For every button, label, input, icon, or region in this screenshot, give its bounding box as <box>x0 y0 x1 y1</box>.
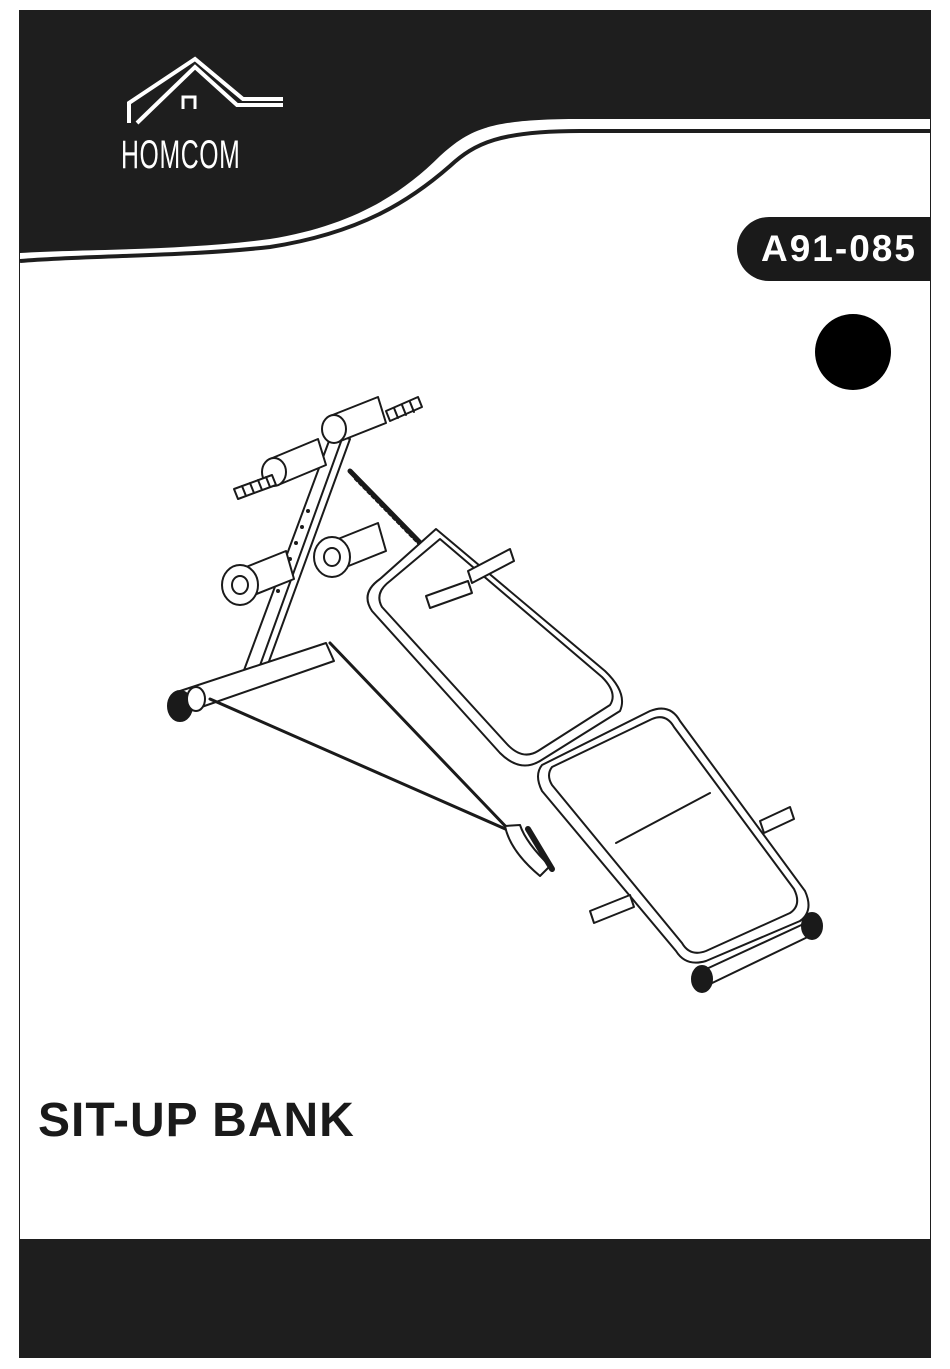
product-illustration <box>150 381 840 1011</box>
house-roof-icon <box>115 53 305 133</box>
product-title: SIT-UP BANK <box>38 1093 355 1148</box>
model-number-badge: A91-085 <box>737 217 931 281</box>
manual-cover: HOMCOM A91-085 <box>19 10 931 1358</box>
brand-name: HOMCOM <box>121 133 240 178</box>
footer-band <box>20 1239 931 1358</box>
version-dot <box>815 314 891 390</box>
homcom-logo: HOMCOM <box>115 53 305 203</box>
